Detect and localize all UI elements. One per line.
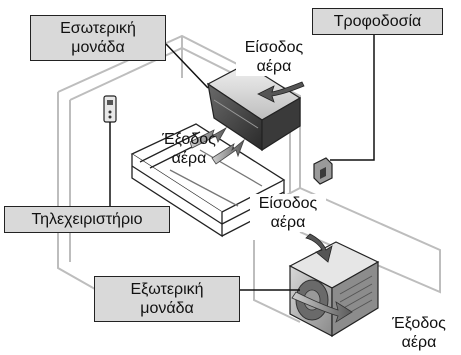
- power-supply-label-text: Τροφοδοσία: [333, 13, 422, 30]
- outdoor-unit-graphic: [288, 241, 380, 338]
- indoor-air-outlet-label: Έξοδος αέρα: [154, 130, 224, 168]
- power-socket-graphic: [313, 157, 333, 185]
- indoor-unit-label-line1: Εσωτερική: [60, 20, 136, 37]
- outdoor-air-outlet-line2: αέρα: [401, 334, 437, 351]
- remote-control-label: Τηλεχειριστήριο: [4, 206, 170, 233]
- outdoor-air-inlet-line2: αέρα: [270, 214, 306, 231]
- outdoor-air-outlet-line1: Έξοδος: [392, 315, 446, 332]
- remote-control-label-text: Τηλεχειριστήριο: [31, 211, 143, 228]
- outdoor-air-outlet-label: Έξοδος αέρα: [382, 314, 456, 352]
- indoor-outlet-arrows: [189, 126, 245, 165]
- outdoor-unit-label: Εξωτερική μονάδα: [94, 276, 240, 322]
- indoor-unit-graphic: [206, 63, 302, 152]
- indoor-air-outlet-line1: Έξοδος: [162, 131, 216, 148]
- power-supply-label: Τροφοδοσία: [312, 8, 443, 35]
- leader-lines: [109, 34, 375, 291]
- indoor-inlet-arrow: [257, 81, 305, 103]
- indoor-air-inlet-line1: Είσοδος: [244, 39, 304, 56]
- outdoor-air-inlet-line1: Είσοδος: [258, 195, 318, 212]
- outdoor-unit-label-line1: Εξωτερική: [130, 281, 204, 298]
- outdoor-inlet-arrow: [305, 233, 333, 263]
- indoor-unit-label-line2: μονάδα: [71, 39, 125, 56]
- remote-control-graphic: [103, 95, 117, 123]
- outdoor-air-inlet-label: Είσοδος αέρα: [250, 194, 326, 232]
- indoor-air-inlet-label: Είσοδος αέρα: [236, 38, 312, 76]
- indoor-unit-label: Εσωτερική μονάδα: [30, 15, 166, 61]
- indoor-air-inlet-line2: αέρα: [256, 58, 292, 75]
- outdoor-unit-label-line2: μονάδα: [140, 300, 194, 317]
- indoor-air-outlet-line2: αέρα: [171, 150, 207, 167]
- outdoor-outlet-arrow: [291, 291, 353, 323]
